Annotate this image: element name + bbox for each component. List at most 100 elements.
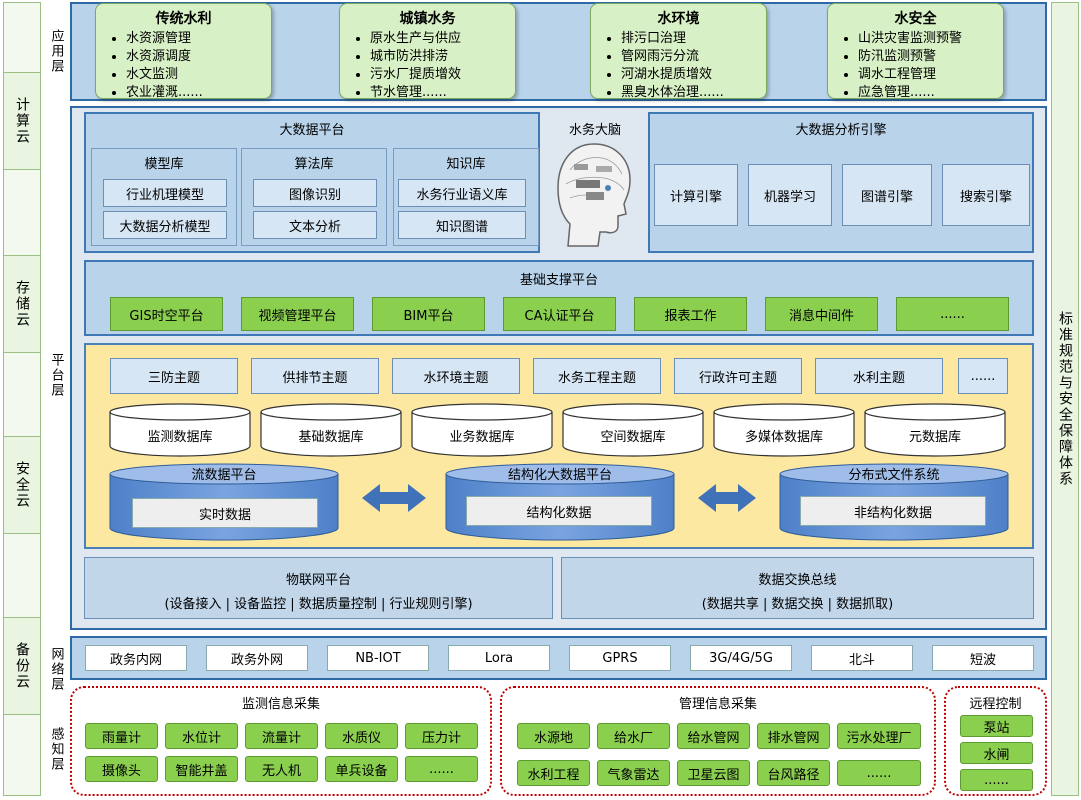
video-platform-box: 视频管理平台	[241, 297, 354, 331]
iot-platform-desc: (设备接入 | 设备监控 | 数据质量控制 | 行业规则引擎)	[164, 596, 473, 612]
app-card-environment: 水环境 排污口治理 管网雨污分流 河湖水提质增效 黑臭水体治理......	[590, 3, 767, 102]
middleware-box: 消息中间件	[765, 297, 878, 331]
network-gov-intranet: 政务内网	[85, 645, 187, 671]
image-recognition-box: 图像识别	[253, 179, 377, 207]
layer-label-network: 网络层	[48, 646, 64, 692]
knowledge-library-title: 知识库	[446, 156, 486, 172]
theme-environment: 水环境主题	[392, 358, 520, 394]
manage-collection-group: 管理信息采集 水源地 给水厂 给水管网 排水管网 污水处理厂 水利工程 气象雷达…	[500, 686, 936, 796]
manage-water-project: 水利工程	[517, 760, 590, 786]
theme-more: ......	[958, 358, 1008, 394]
stream-platform-title: 流数据平台	[191, 467, 257, 483]
analysis-engine-title: 大数据分析引擎	[795, 122, 887, 138]
exchange-bus-panel: 数据交换总线 (数据共享 | 数据交换 | 数据抓取)	[561, 557, 1034, 619]
app-card-traditional: 传统水利 水资源管理 水资源调度 水文监测 农业灌溉......	[95, 3, 272, 102]
model-library: 模型库 行业机理模型 大数据分析模型	[91, 148, 237, 246]
manage-typhoon-path: 台风路径	[757, 760, 830, 786]
manage-more: ......	[837, 760, 921, 786]
app-item: 管网雨污分流	[621, 48, 766, 66]
app-item: 农业灌溉......	[126, 84, 271, 102]
app-item: 黑臭水体治理......	[621, 84, 766, 102]
app-item: 污水厂提质增效	[370, 66, 515, 84]
knowledge-library: 知识库 水务行业语义库 知识图谱	[393, 148, 539, 246]
theme-sanfang: 三防主题	[110, 358, 238, 394]
app-item: 水资源管理	[126, 30, 271, 48]
structured-platform-title: 结构化大数据平台	[507, 467, 612, 483]
app-card-title: 传统水利	[155, 11, 212, 27]
support-more-box: ......	[896, 297, 1009, 331]
sensor-water-level: 水位计	[165, 723, 238, 749]
machine-learning-box: 机器学习	[748, 164, 832, 226]
database-cylinders	[109, 403, 1006, 457]
bigdata-model-box: 大数据分析模型	[103, 211, 227, 239]
structured-data-box: 结构化数据	[466, 496, 652, 526]
db-monitor: 监测数据库	[147, 429, 213, 445]
standards-column: 标准规范与安全保障体系	[1051, 2, 1079, 796]
app-card-urban: 城镇水务 原水生产与供应 城市防洪排涝 污水厂提质增效 节水管理......	[339, 3, 516, 102]
app-item: 排污口治理	[621, 30, 766, 48]
monitor-collection-group: 监测信息采集 雨量计 水位计 流量计 水质仪 压力计 摄像头 智能井盖 无人机 …	[70, 686, 492, 796]
app-item: 河湖水提质增效	[621, 66, 766, 84]
semantic-library-box: 水务行业语义库	[398, 179, 526, 207]
backup-cloud: 备份云	[3, 617, 41, 715]
gis-platform-box: GIS时空平台	[110, 297, 223, 331]
network-gov-extranet: 政务外网	[206, 645, 308, 671]
app-item: 水文监测	[126, 66, 271, 84]
network-cellular: 3G/4G/5G	[690, 645, 792, 671]
ca-platform-box: CA认证平台	[503, 297, 616, 331]
storage-cloud: 存储云	[3, 255, 41, 353]
analysis-engine-panel: 大数据分析引擎 计算引擎 机器学习 图谱引擎 搜索引擎	[648, 112, 1034, 253]
manage-collection-title: 管理信息采集	[678, 696, 757, 712]
bigdata-platform: 大数据平台 模型库 行业机理模型 大数据分析模型 算法库 图像识别 文本分析 知…	[84, 112, 540, 253]
compute-cloud: 计算云	[3, 72, 41, 170]
app-item: 调水工程管理	[858, 66, 1003, 84]
text-analysis-box: 文本分析	[253, 211, 377, 239]
db-business: 业务数据库	[449, 429, 515, 445]
app-item: 城市防洪排涝	[370, 48, 515, 66]
iot-platform-title: 物联网平台	[285, 572, 351, 588]
sensor-pressure: 压力计	[405, 723, 478, 749]
manage-supply-network: 给水管网	[677, 723, 750, 749]
app-item: 防汛监测预警	[858, 48, 1003, 66]
manage-drain-network: 排水管网	[757, 723, 830, 749]
network-beidou: 北斗	[811, 645, 913, 671]
industry-model-box: 行业机理模型	[103, 179, 227, 207]
report-box: 报表工作	[634, 297, 747, 331]
sensor-camera: 摄像头	[85, 756, 158, 782]
support-platform-panel: 基础支撑平台 GIS时空平台 视频管理平台 BIM平台 CA认证平台 报表工作 …	[84, 260, 1034, 336]
theme-water: 水利主题	[815, 358, 943, 394]
security-cloud: 安全云	[3, 436, 41, 534]
manage-weather-radar: 气象雷达	[597, 760, 670, 786]
manage-water-plant: 给水厂	[597, 723, 670, 749]
bim-platform-box: BIM平台	[372, 297, 485, 331]
db-meta: 元数据库	[908, 429, 961, 445]
theme-permit: 行政许可主题	[674, 358, 802, 394]
network-nbiot: NB-IOT	[327, 645, 429, 671]
app-card-title: 城镇水务	[399, 11, 456, 27]
remote-more: ......	[960, 769, 1033, 791]
remote-control-group: 远程控制 泵站 水闸 ......	[944, 686, 1047, 796]
sensor-drone: 无人机	[245, 756, 318, 782]
layer-label-app: 应用层	[48, 28, 64, 74]
model-library-title: 模型库	[144, 156, 184, 172]
db-spatial: 空间数据库	[600, 429, 666, 445]
app-item: 原水生产与供应	[370, 30, 515, 48]
filesystem-platform-title: 分布式文件系统	[848, 467, 940, 483]
brain-head-icon	[557, 143, 631, 247]
remote-control-title: 远程控制	[969, 696, 1022, 712]
monitor-collection-title: 监测信息采集	[241, 696, 320, 712]
app-item: 节水管理......	[370, 84, 515, 102]
sensor-flow-meter: 流量计	[245, 723, 318, 749]
app-card-safety: 水安全 山洪灾害监测预警 防汛监测预警 调水工程管理 应急管理......	[827, 3, 1004, 100]
network-shortwave: 短波	[932, 645, 1034, 671]
brain-label: 水务大脑	[568, 122, 621, 138]
layer-label-platform: 平台层	[48, 352, 64, 398]
graph-engine-box: 图谱引擎	[842, 164, 932, 226]
iot-platform-panel: 物联网平台 (设备接入 | 设备监控 | 数据质量控制 | 行业规则引擎)	[84, 557, 553, 619]
network-lora: Lora	[448, 645, 550, 671]
compute-engine-box: 计算引擎	[654, 164, 738, 226]
sensor-water-quality: 水质仪	[325, 723, 398, 749]
app-card-title: 水环境	[657, 11, 700, 27]
app-item: 山洪灾害监测预警	[858, 30, 1003, 48]
algorithm-library-title: 算法库	[294, 156, 334, 172]
